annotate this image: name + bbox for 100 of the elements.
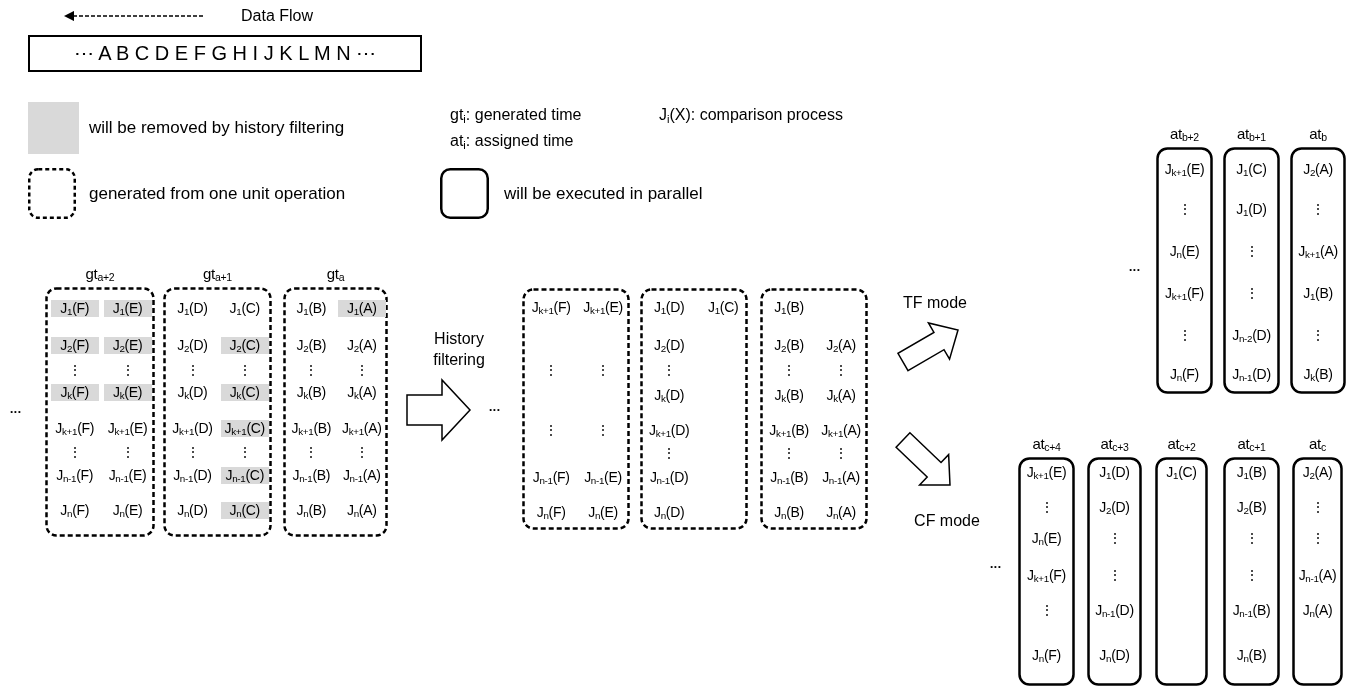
job-label: J$_{k+1}$(E) <box>583 300 623 314</box>
vertical-ellipsis: ⋮ <box>304 445 319 459</box>
job-label: J$_{n}$(F) <box>1170 367 1199 381</box>
job-label: J$_{k+1}$(F) <box>55 421 95 435</box>
job-label: J$_{2}$(A) <box>346 338 377 352</box>
vertical-ellipsis: ⋮ <box>354 445 369 459</box>
vertical-ellipsis: ⋮ <box>782 363 796 377</box>
job-label: J$_{k+1}$(D) <box>648 423 690 437</box>
definition-text: gt$_{i}$: generated time <box>450 106 582 124</box>
vertical-ellipsis: ⋮ <box>596 363 610 377</box>
job-label: J$_{k+1}$(B) <box>769 423 809 437</box>
job-label: J$_{2}$(D) <box>653 338 685 352</box>
vertical-ellipsis: ⋮ <box>1107 568 1122 582</box>
job-label: J$_{k}$(B) <box>296 385 326 399</box>
job-label: J$_{2}$(A) <box>1302 465 1333 479</box>
job-label: J$_{n-1}$(B) <box>770 470 808 484</box>
job-label: J$_{k}$(B) <box>1303 367 1333 381</box>
job-label: J$_{2}$(D) <box>1099 500 1130 514</box>
vertical-ellipsis: ⋮ <box>67 363 82 377</box>
job-label: J$_{2}$(B) <box>296 338 327 352</box>
vertical-ellipsis: ⋮ <box>237 445 252 459</box>
vertical-ellipsis: ⋮ <box>834 363 848 377</box>
removed-job-cell: J$_{2}$(F) <box>50 336 99 354</box>
job-label: J$_{n-1}$(A) <box>342 468 381 482</box>
job-label: J$_{1}$(B) <box>774 300 804 314</box>
time-label: gt$_{a}$ <box>326 265 345 281</box>
job-label: J$_{2}$(A) <box>826 338 856 352</box>
job-label: J$_{k+1}$(B) <box>291 421 332 435</box>
job-label: J$_{n}$(F) <box>536 505 566 519</box>
removed-job-cell: J$_{k}$(E) <box>103 383 152 401</box>
job-label: J$_{1}$(D) <box>653 300 685 314</box>
job-label: J$_{k+1}$(A) <box>341 421 382 435</box>
vertical-ellipsis: ⋮ <box>1039 603 1054 617</box>
job-label: J$_{n}$(D) <box>177 503 208 517</box>
time-label: at$_{b}$ <box>1309 125 1327 141</box>
block-arrow <box>896 321 959 372</box>
vertical-ellipsis: ⋮ <box>304 363 319 377</box>
job-label: J$_{k+1}$(A) <box>821 423 861 437</box>
job-label: J$_{n-1}$(F) <box>56 468 94 482</box>
ellipsis: ••• <box>1129 266 1141 274</box>
vertical-ellipsis: ⋮ <box>662 363 676 377</box>
job-label: J$_{n}$(E) <box>112 503 143 517</box>
job-label: J$_{k+1}$(E) <box>107 421 148 435</box>
job-label: J$_{n}$(F) <box>1032 648 1061 662</box>
vertical-ellipsis: ⋮ <box>834 446 848 460</box>
ellipsis: ••• <box>10 408 22 416</box>
job-label: J$_{n}$(B) <box>774 505 804 519</box>
job-label: J$_{1}$(B) <box>1236 465 1267 479</box>
job-label: J$_{2}$(A) <box>1303 162 1333 176</box>
unit-operation-group <box>760 288 868 530</box>
job-label: J$_{n-1}$(F) <box>532 470 570 484</box>
job-label: J$_{1}$(D) <box>177 301 208 315</box>
job-label: J$_{n}$(E) <box>588 505 618 519</box>
job-label: J$_{1}$(B) <box>1303 286 1333 300</box>
job-label: J$_{n-1}$(D) <box>173 468 212 482</box>
time-label: at$_{b+2}$ <box>1170 125 1199 141</box>
vertical-ellipsis: ⋮ <box>782 446 796 460</box>
job-label: J$_{1}$(B) <box>296 301 327 315</box>
job-label: J$_{n}$(A) <box>346 503 377 517</box>
job-label: J$_{n}$(D) <box>1099 648 1130 662</box>
flow-label: Data Flow <box>241 7 314 25</box>
job-label: J$_{1}$(C) <box>1236 162 1267 176</box>
legend-text: will be executed in parallel <box>504 184 703 204</box>
removed-job-cell: J$_{2}$(E) <box>103 336 152 354</box>
job-label: J$_{n}$(D) <box>653 505 685 519</box>
job-label: J$_{n-1}$(D) <box>1095 603 1134 617</box>
vertical-ellipsis: ⋮ <box>596 423 610 437</box>
time-label: at$_{b+1}$ <box>1237 125 1266 141</box>
job-label: J$_{2}$(B) <box>774 338 804 352</box>
legend-text: generated from one unit operation <box>89 184 346 204</box>
job-label: J$_{n}$(E) <box>1169 244 1200 258</box>
vertical-ellipsis: ⋮ <box>354 363 369 377</box>
job-label: J$_{n}$(B) <box>1236 648 1267 662</box>
removed-job-cell: J$_{k+1}$(C) <box>220 419 269 437</box>
vertical-ellipsis: ⋮ <box>1177 328 1192 342</box>
vertical-ellipsis: ⋮ <box>1311 328 1325 342</box>
job-label: J$_{n-1}$(D) <box>1232 367 1271 381</box>
job-label: J$_{k}$(B) <box>774 388 804 402</box>
job-label: J$_{n}$(A) <box>826 505 856 519</box>
job-label: J$_{n-1}$(A) <box>822 470 860 484</box>
job-label: J$_{1}$(D) <box>1236 202 1267 216</box>
ellipsis: ••• <box>489 406 501 414</box>
vertical-ellipsis: ⋮ <box>1311 202 1325 216</box>
vertical-ellipsis: ⋮ <box>1244 286 1259 300</box>
job-label: J$_{k+1}$(F) <box>1027 568 1066 582</box>
removed-job-cell: J$_{2}$(C) <box>220 336 269 354</box>
vertical-ellipsis: ⋮ <box>1177 202 1192 216</box>
removed-job-cell: J$_{k}$(C) <box>220 383 269 401</box>
vertical-ellipsis: ⋮ <box>544 423 558 437</box>
block-arrow <box>406 378 472 442</box>
job-label: J$_{n}$(B) <box>296 503 327 517</box>
vertical-ellipsis: ⋮ <box>120 445 135 459</box>
vertical-ellipsis: ⋮ <box>544 363 558 377</box>
vertical-ellipsis: ⋮ <box>662 446 676 460</box>
removed-job-cell: J$_{1}$(A) <box>337 299 386 317</box>
vertical-ellipsis: ⋮ <box>1310 531 1325 545</box>
vertical-ellipsis: ⋮ <box>120 363 135 377</box>
vertical-ellipsis: ⋮ <box>185 363 200 377</box>
job-label: J$_{n-1}$(B) <box>292 468 331 482</box>
job-label: J$_{n}$(F) <box>60 503 90 517</box>
